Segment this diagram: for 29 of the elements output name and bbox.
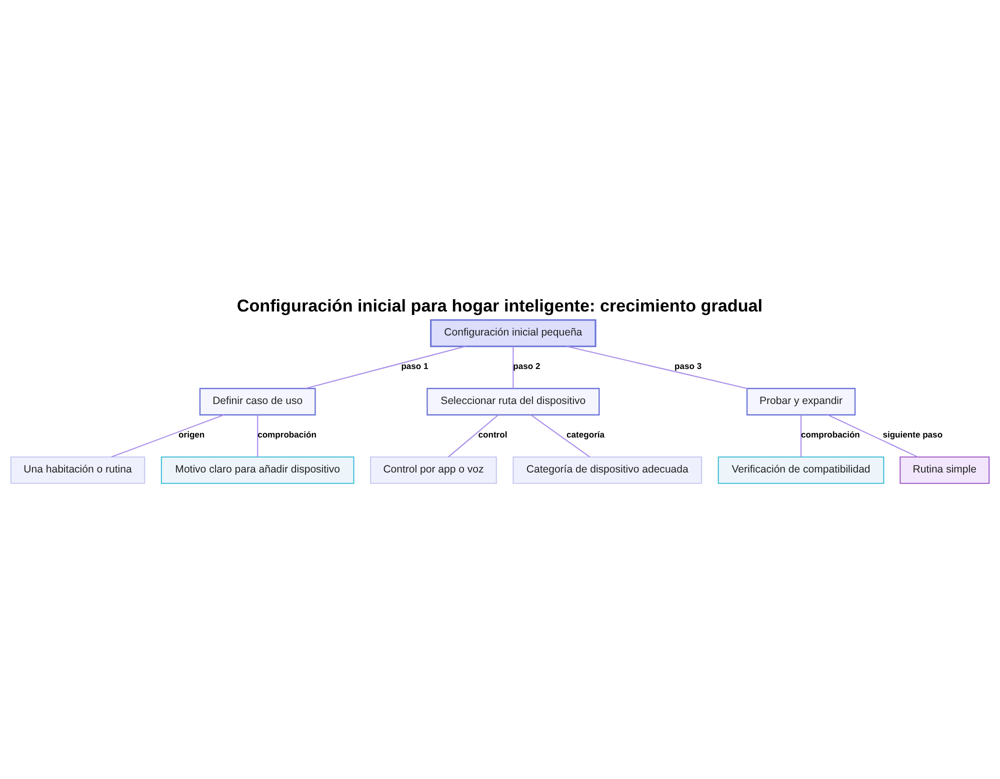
node-box: Una habitación o rutina [10,456,146,484]
connector [530,414,590,458]
connector [566,346,748,389]
edge-label: paso 2 [513,361,540,372]
edge-label: categoría [566,430,605,440]
node-box: Control por app o voz [370,456,497,484]
edge-label: paso 1 [401,361,428,372]
edge-label: siguiente paso [882,430,943,440]
edge-label: paso 3 [674,361,702,372]
connector [111,414,224,458]
edge-label: control [478,430,508,440]
diagram-title: Configuración inicial para hogar inteligente: crecimiento gradual [236,296,763,316]
connector [257,414,258,457]
connector [828,414,918,458]
node-box: Configuración inicial pequeña [430,319,596,348]
connector [512,346,514,388]
connector [448,414,499,458]
connector [800,414,802,457]
node-box: Seleccionar ruta del dispositivo [426,388,600,416]
node-box: Verificación de compatibilidad [718,456,884,484]
node-box: Rutina simple [900,456,990,484]
edge-label: comprobación [801,430,860,440]
edge-label: origen [178,430,205,440]
connector [305,346,466,389]
node-box: Definir caso de uso [199,388,316,416]
edge-label: comprobación [258,430,316,440]
node-box: Probar y expandir [746,388,856,416]
node-box: Categoría de dispositivo adecuada [512,456,702,484]
node-box: Motivo claro para añadir dispositivo [160,456,354,484]
